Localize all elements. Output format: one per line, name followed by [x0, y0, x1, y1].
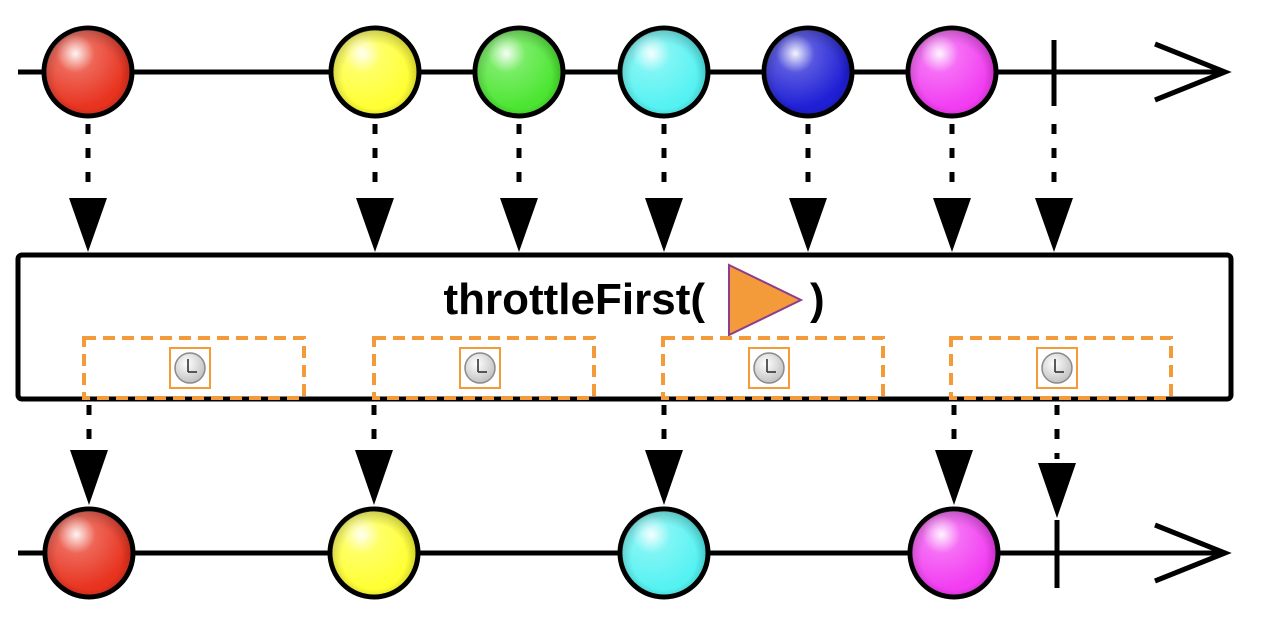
input-arrow — [500, 124, 538, 252]
output-marble-yellow — [327, 506, 421, 600]
source-marble-blue — [761, 25, 855, 119]
clock-icon — [459, 347, 501, 389]
output-arrow — [645, 405, 683, 505]
clock-icon — [1036, 347, 1078, 389]
throttle-window — [82, 336, 306, 400]
throttle-window — [949, 336, 1173, 400]
operator-box: throttleFirst( ) — [15, 252, 1234, 402]
output-arrow-completion — [1038, 405, 1076, 518]
input-arrow — [645, 124, 683, 252]
output-marbles — [42, 506, 1001, 600]
output-arrow — [70, 405, 108, 505]
connectors — [69, 124, 1076, 518]
input-arrow-completion — [1035, 124, 1073, 252]
output-arrow — [355, 405, 393, 505]
source-marble-magenta — [905, 25, 999, 119]
operator-close-paren: ) — [810, 275, 825, 324]
output-arrow — [935, 405, 973, 505]
orange-play-triangle-icon — [728, 263, 804, 337]
output-marble-cyan — [617, 506, 711, 600]
output-marble-magenta — [907, 506, 1001, 600]
clock-icon — [169, 347, 211, 389]
source-marble-red — [41, 25, 135, 119]
source-marble-yellow — [328, 25, 422, 119]
output-marble-red — [42, 506, 136, 600]
input-arrow — [789, 124, 827, 252]
source-marble-green — [472, 25, 566, 119]
throttle-windows — [82, 336, 1173, 400]
input-arrow — [933, 124, 971, 252]
throttle-window — [372, 336, 596, 400]
operator-label: throttleFirst( — [443, 275, 705, 324]
input-arrow — [356, 124, 394, 252]
source-marble-cyan — [617, 25, 711, 119]
clock-icon — [748, 347, 790, 389]
input-arrow — [69, 124, 107, 252]
source-marbles — [41, 25, 999, 119]
throttle-window — [661, 336, 885, 400]
